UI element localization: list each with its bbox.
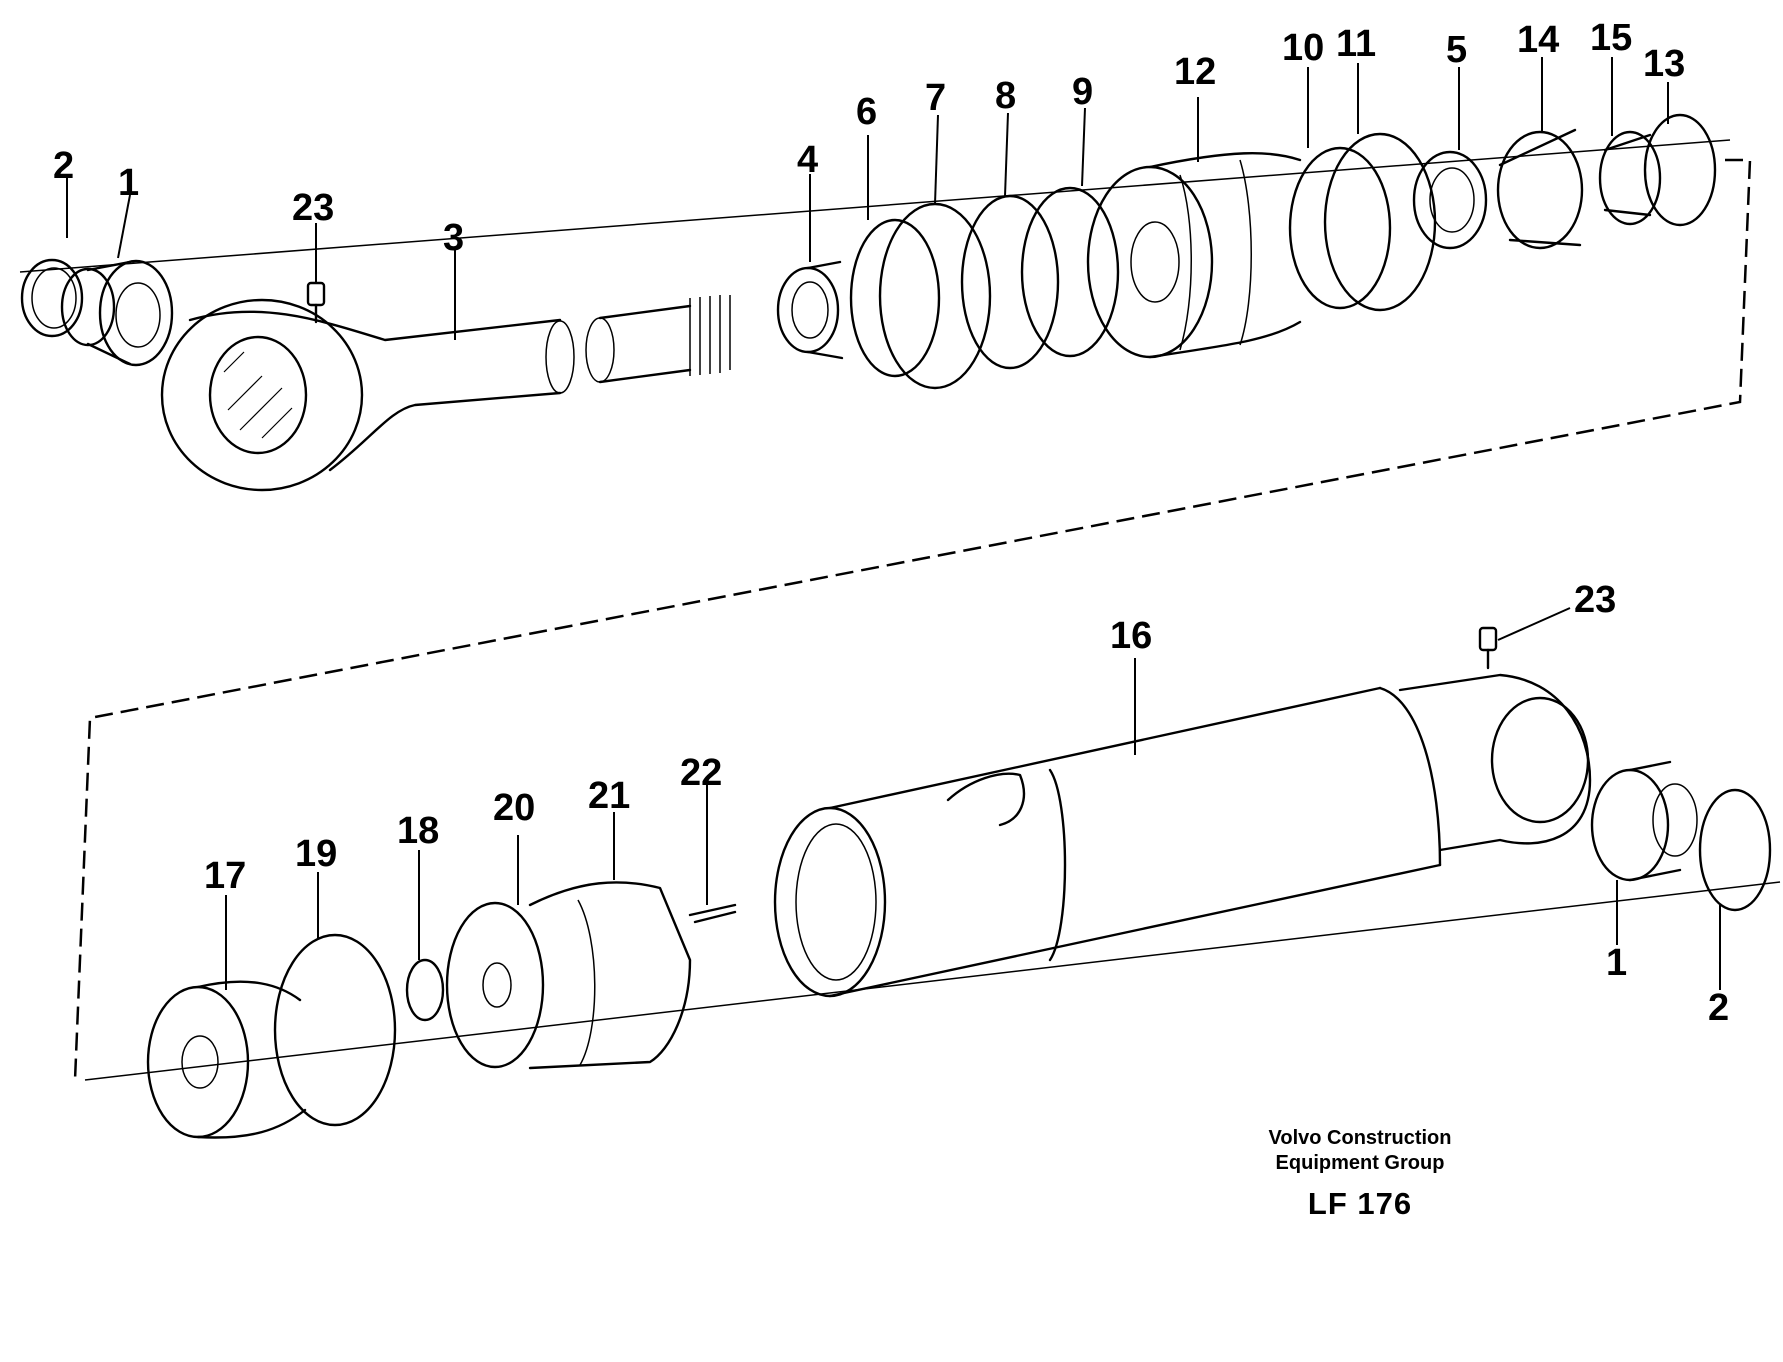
top-axis-line xyxy=(19,139,1731,273)
callout-1-top: 1 xyxy=(118,162,139,204)
callout-8: 8 xyxy=(995,75,1016,117)
callout-23-top: 23 xyxy=(292,187,334,229)
callout-16: 16 xyxy=(1110,615,1152,657)
backup-ring-part-9 xyxy=(1020,186,1120,358)
sleeve-part-15 xyxy=(1598,130,1662,226)
piston-part-12 xyxy=(1086,152,1302,359)
callout-9: 9 xyxy=(1072,71,1093,113)
piston-part-20 xyxy=(445,901,545,1069)
set-screw-part-22 xyxy=(688,903,737,924)
nut-part-14 xyxy=(1496,128,1584,250)
guide-ring-part-4 xyxy=(776,260,844,360)
figure-reference: LF 176 xyxy=(1307,1186,1413,1221)
o-ring-part-8 xyxy=(960,194,1060,370)
bottom-callouts: 16 23 17 19 18 20 21 22 1 2 xyxy=(204,579,1729,1029)
callout-15: 15 xyxy=(1590,17,1632,59)
callout-7: 7 xyxy=(925,77,946,119)
callout-18: 18 xyxy=(397,810,439,852)
callout-2-bottom: 2 xyxy=(1708,987,1729,1029)
callout-23-bottom: 23 xyxy=(1574,579,1616,621)
callout-19: 19 xyxy=(295,833,337,875)
callout-20: 20 xyxy=(493,787,535,829)
company-line-1: Volvo Construction xyxy=(1268,1127,1452,1149)
grease-nipple-part-23-bottom xyxy=(1478,626,1498,670)
snap-ring-part-6 xyxy=(849,218,941,378)
cylinder-head-part-17 xyxy=(146,980,307,1139)
retaining-ring-part-2-top xyxy=(20,258,84,338)
callout-3: 3 xyxy=(443,217,464,259)
callout-12: 12 xyxy=(1174,51,1216,93)
seal-part-11 xyxy=(1323,132,1437,312)
callout-17: 17 xyxy=(204,855,246,897)
grease-nipple-part-23-top xyxy=(306,281,326,324)
footer-caption: Volvo Construction Equipment Group LF 17… xyxy=(1200,1126,1520,1222)
callout-5: 5 xyxy=(1446,29,1467,71)
bushing-part-1-bottom xyxy=(1590,760,1698,882)
circlip-part-13 xyxy=(1643,113,1717,227)
callout-22: 22 xyxy=(680,752,722,794)
seal-part-10 xyxy=(1288,146,1392,310)
callout-1-bottom: 1 xyxy=(1606,942,1627,984)
retaining-ring-part-2-bottom xyxy=(1698,788,1772,912)
assembly-connector-dashed xyxy=(73,158,1752,1081)
top-callouts: 2 1 23 3 4 6 7 8 9 12 10 11 5 14 15 13 xyxy=(53,17,1685,259)
piston-body-part-21 xyxy=(528,881,692,1070)
callout-2-top: 2 xyxy=(53,145,74,187)
callout-6: 6 xyxy=(856,91,877,133)
o-ring-part-18 xyxy=(405,958,445,1022)
callout-4: 4 xyxy=(797,139,818,181)
cylinder-tube-part-16 xyxy=(773,673,1592,998)
leader-lines xyxy=(66,57,1721,990)
seal-part-19 xyxy=(273,933,397,1127)
company-line-2: Equipment Group xyxy=(1275,1152,1445,1174)
bottom-axis-line xyxy=(84,881,1781,1081)
callout-14: 14 xyxy=(1517,19,1559,61)
bushing-part-1-top xyxy=(60,259,174,367)
callout-11: 11 xyxy=(1336,23,1376,65)
wear-ring-part-5 xyxy=(1412,150,1488,250)
callout-21: 21 xyxy=(588,775,630,817)
piston-rod-part-3 xyxy=(160,295,731,492)
callout-10: 10 xyxy=(1282,27,1324,69)
callout-13: 13 xyxy=(1643,43,1685,85)
seal-ring-part-7 xyxy=(878,202,992,390)
